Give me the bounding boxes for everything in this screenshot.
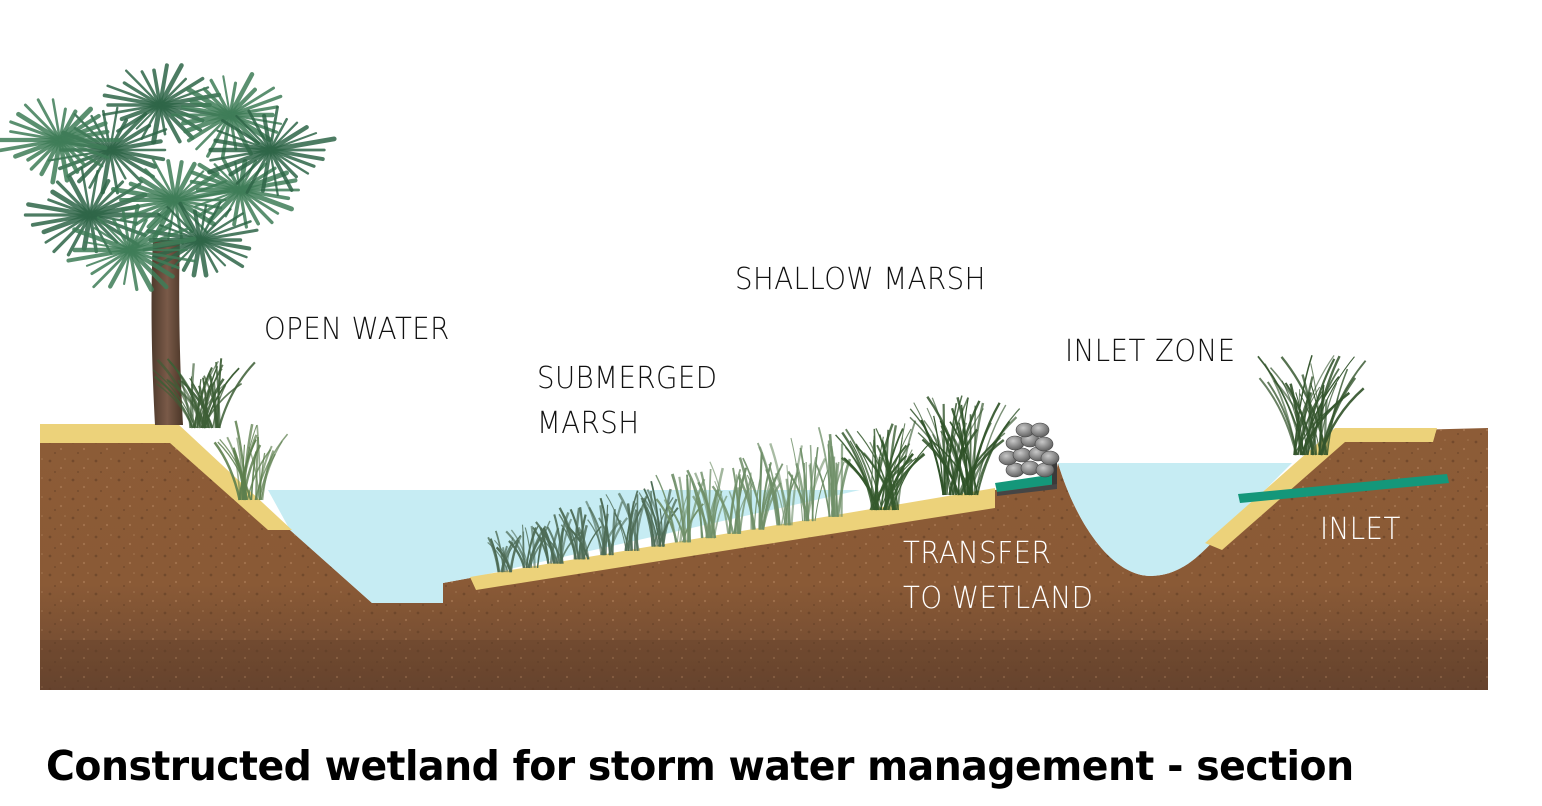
- grass-clump-shallow-marsh: [835, 420, 933, 511]
- rock-pile: [998, 422, 1060, 478]
- transfer-pipe: [995, 455, 1057, 496]
- palm-frond: [66, 203, 197, 292]
- label-inlet: INLET: [1320, 512, 1401, 547]
- grass-clump-submerged: [814, 427, 852, 517]
- label-open-water: OPEN WATER: [264, 312, 450, 347]
- grass-clump-submerged: [686, 467, 728, 539]
- grass-clump-submerged: [787, 437, 829, 522]
- sand-liner-marsh-slope: [470, 488, 995, 590]
- grass-clump-shallow-marsh: [909, 395, 1021, 496]
- grass-clump-submerged: [585, 497, 629, 556]
- soil-section: [40, 425, 1488, 690]
- palm-frond: [0, 98, 121, 185]
- grass-clump-right-bank: [1257, 354, 1367, 456]
- label-shallow-marsh: SHALLOW MARSH: [735, 262, 986, 297]
- label-submerged-marsh-line1: SUBMERGED: [537, 361, 718, 396]
- grass-clump-submerged: [655, 473, 706, 543]
- grass-clump-submerged: [487, 530, 522, 573]
- label-transfer-line1: TRANSFER: [903, 536, 1052, 571]
- label-submerged-marsh-line2: MARSH: [537, 406, 640, 441]
- sand-liner-left-bank: [40, 424, 292, 530]
- grass-clump-left-bank: [152, 358, 256, 429]
- rock: [1030, 422, 1050, 438]
- rock: [1040, 450, 1060, 466]
- grass-clump-submerged: [532, 512, 582, 564]
- label-inlet-zone: INLET ZONE: [1065, 334, 1236, 369]
- palm-frond: [207, 105, 337, 196]
- grass-clump-submerged: [558, 506, 602, 560]
- rock: [1034, 436, 1054, 452]
- grass-clump-submerged: [638, 480, 679, 547]
- label-transfer-line2: TO WETLAND: [903, 581, 1094, 616]
- inlet-zone-pool: [1058, 463, 1292, 576]
- palm-tree: [0, 63, 337, 425]
- grass-clumps: [152, 354, 1367, 573]
- grass-clump-left-slope: [213, 420, 289, 501]
- palm-frond: [102, 63, 222, 145]
- diagram-title: Constructed wetland for storm water mana…: [46, 742, 1354, 790]
- palm-frond: [170, 72, 283, 160]
- grass-clump-submerged: [756, 442, 803, 526]
- inlet-pipe: [1238, 474, 1449, 503]
- grass-clump-submerged: [605, 490, 649, 552]
